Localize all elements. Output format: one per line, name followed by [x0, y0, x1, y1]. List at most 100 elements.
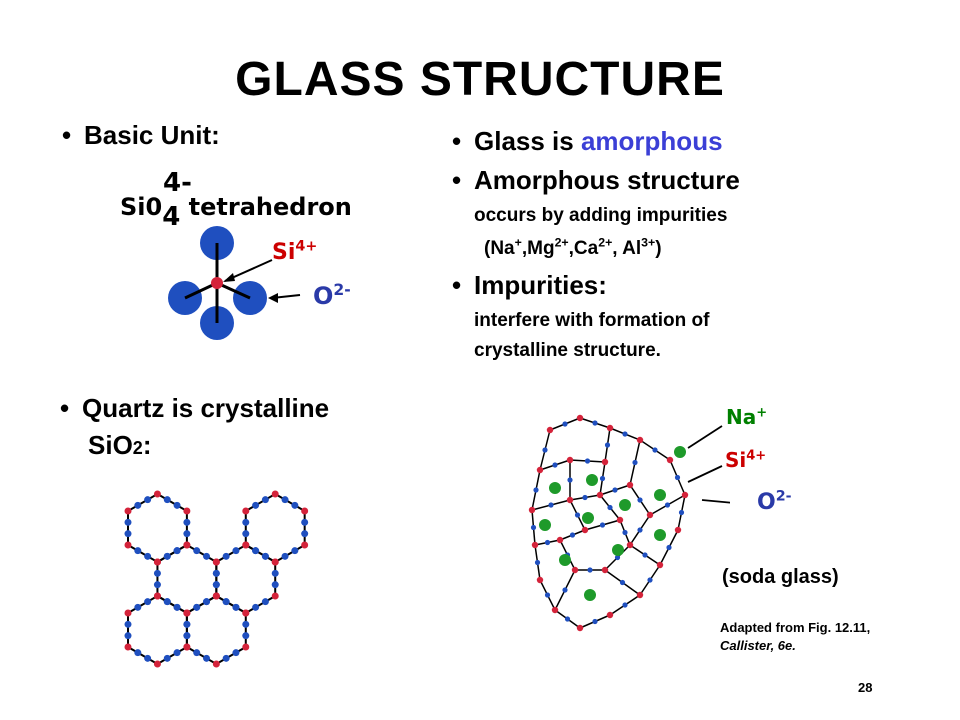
silicon-atom — [601, 566, 609, 574]
ion-ca-charge: 2+ — [598, 235, 613, 250]
tetra-charge: 4- — [163, 168, 192, 198]
sio2-label: SiO2: — [88, 430, 151, 461]
silicon-atom — [546, 426, 554, 434]
silicon-atom — [212, 660, 220, 668]
si-ion-label: Si4+ — [272, 240, 317, 265]
amorphous-structure-text: Amorphous structure — [474, 165, 740, 195]
oxygen-atom — [291, 547, 299, 555]
oxygen-atom — [212, 581, 220, 589]
soda-glass-network — [528, 414, 730, 632]
oxygen-atom — [261, 496, 269, 504]
bullet-dot: • — [452, 270, 462, 300]
oxygen-atom — [124, 620, 132, 628]
oxygen-atom — [173, 649, 181, 657]
oxygen-atom — [203, 552, 211, 560]
oxygen-atom — [252, 547, 260, 555]
oxygen-atom — [642, 552, 648, 558]
oxygen-atom — [674, 474, 681, 481]
amorphous-word: amorphous — [580, 126, 723, 156]
o-text: O — [313, 282, 334, 310]
oxygen-atom — [599, 522, 606, 528]
silicon-atom — [212, 592, 220, 600]
silicon-atom — [571, 566, 579, 574]
silicon-atom — [626, 541, 634, 549]
sio2-colon: : — [142, 430, 152, 460]
oxygen-atom — [548, 502, 554, 508]
sodium-ion — [549, 482, 561, 494]
oxygen-atom — [193, 603, 201, 611]
glass-is-text: Glass is — [474, 126, 581, 156]
oxygen-atom — [562, 587, 568, 593]
oxygen-atom — [552, 462, 558, 468]
si-ion-label-right: Si4+ — [725, 448, 766, 472]
ion-close: ) — [655, 238, 662, 259]
oxygen-atom — [252, 501, 260, 509]
oxygen-atom — [614, 554, 621, 561]
silicon-atom — [301, 541, 309, 549]
bullet-dot: • — [452, 126, 462, 156]
oxygen-atom — [622, 529, 628, 536]
oxygen-atom — [301, 530, 309, 538]
silicon-atom — [674, 526, 682, 534]
oxygen-atom — [604, 442, 611, 448]
bullet-dot: • — [452, 165, 462, 195]
bullet-amorphous-structure: • Amorphous structure — [452, 165, 740, 196]
oxygen-atom — [153, 569, 161, 577]
oxygen-atom — [666, 544, 672, 551]
silicon-atom — [581, 526, 589, 534]
oxygen-atom — [574, 512, 581, 518]
oxygen-atom — [134, 649, 142, 657]
silicon-atom — [183, 609, 191, 617]
silicon-atom — [212, 558, 220, 566]
silicon-atom — [242, 643, 250, 651]
silicon-atom — [636, 591, 644, 599]
sodium-ion — [584, 589, 596, 601]
silicon-atom — [183, 541, 191, 549]
si-text-right: Si — [725, 448, 747, 472]
oxygen-atom — [622, 431, 628, 437]
silicon-atom — [616, 516, 624, 524]
silicon-atom — [271, 490, 279, 498]
na-text: Na — [726, 405, 757, 429]
oxygen-atom — [647, 577, 653, 583]
oxygen-atom — [232, 603, 240, 611]
quartz-lattice — [124, 490, 309, 668]
silicon-atom — [551, 606, 559, 614]
ion-mg: ,Mg — [521, 238, 555, 259]
oxygen-atom — [542, 447, 548, 453]
bullet-quartz: •Quartz is crystalline — [60, 393, 329, 424]
ion-al: , Al — [612, 238, 642, 259]
o-charge: 2- — [333, 281, 351, 299]
oxygen-atom — [222, 552, 230, 560]
oxygen-atom — [242, 632, 250, 640]
oxygen-atom — [612, 487, 618, 493]
oxygen-atom — [564, 616, 571, 622]
oxygen-atom — [144, 654, 152, 662]
sodium-ion — [539, 519, 551, 531]
na-charge: + — [756, 405, 768, 421]
silicon-atom — [656, 561, 664, 569]
sodium-ion — [559, 554, 571, 566]
impurities-sentence: occurs by adding impurities — [474, 205, 728, 226]
oxygen-atom — [124, 530, 132, 538]
sodium-ion — [674, 446, 686, 458]
si-charge: 4+ — [295, 238, 318, 255]
oxygen-atom — [144, 552, 152, 560]
oxygen-atom — [144, 496, 152, 504]
silicon-atom — [566, 496, 574, 504]
silicon-atom — [153, 490, 161, 498]
o-ion-label: O2- — [313, 282, 351, 310]
oxygen-atom — [291, 501, 299, 509]
ion-al-charge: 3+ — [641, 235, 656, 250]
oxygen-atom — [193, 649, 201, 657]
bullet-dot: • — [62, 120, 72, 150]
na-ion-label: Na+ — [726, 405, 767, 429]
si-charge-right: 4+ — [746, 448, 767, 464]
tetra-si0: Si0 — [120, 193, 163, 221]
oxygen-atom — [587, 567, 593, 573]
oxygen-atom — [533, 487, 539, 493]
oxygen-atom — [592, 420, 598, 426]
oxygen-atom — [124, 518, 132, 526]
silicon-atom — [242, 609, 250, 617]
oxygen-atom — [124, 632, 132, 640]
